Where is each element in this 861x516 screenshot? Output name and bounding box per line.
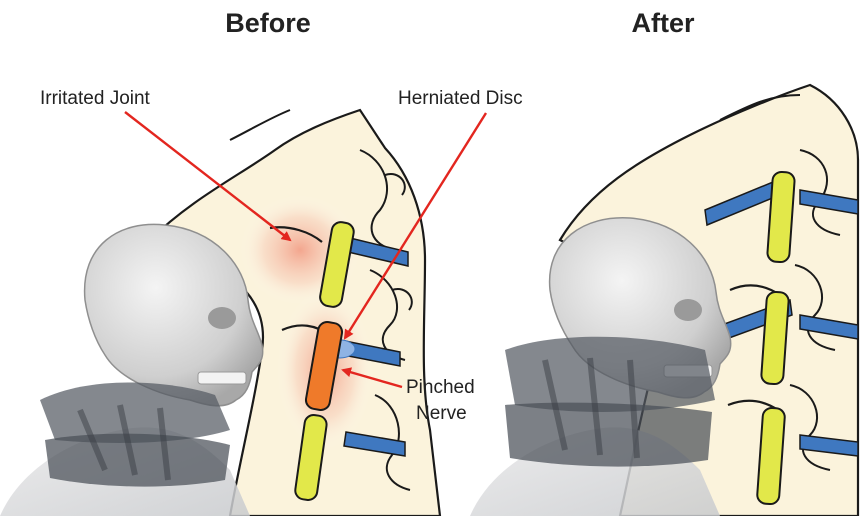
eye-socket (674, 299, 702, 321)
collar-after (505, 337, 715, 467)
collar-band (505, 403, 712, 467)
collar-before (40, 383, 230, 487)
label-herniated-disc: Herniated Disc (398, 88, 523, 109)
after-panel: After (470, 8, 858, 516)
collar-band (45, 434, 230, 487)
neck-collar-icon (505, 337, 715, 412)
label-pinched: Pinched (406, 377, 475, 398)
label-irritated-joint: Irritated Joint (40, 88, 151, 109)
teeth (198, 372, 246, 384)
eye-socket (208, 307, 236, 329)
vertebra-contour (230, 110, 290, 140)
after-title: After (631, 8, 694, 38)
before-panel: Before (0, 8, 523, 516)
before-title: Before (225, 8, 311, 38)
label-nerve: Nerve (416, 403, 467, 424)
